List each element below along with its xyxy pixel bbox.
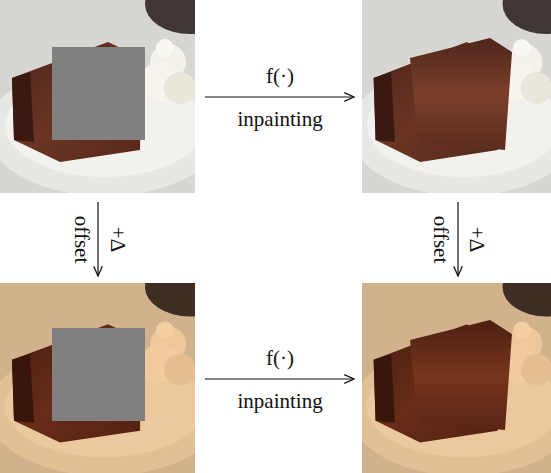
offset-inpainted-photo [349, 257, 551, 473]
function-label: f(·) [266, 64, 294, 88]
label-box: inpainting [238, 390, 323, 413]
label-box: offset [429, 215, 452, 262]
offset-masked-photo [0, 257, 235, 473]
arrow [205, 96, 354, 97]
function-label: f(·) [266, 346, 294, 370]
delta-label: +Δ [106, 226, 130, 251]
transform-label: offset [70, 215, 94, 262]
arrow [457, 202, 458, 276]
label-box: +Δ [106, 226, 129, 251]
label-box: inpainting [238, 108, 323, 131]
transform-label: offset [429, 215, 453, 262]
delta-label: +Δ [465, 226, 489, 251]
label-box: f(·) [266, 65, 294, 88]
inpainted-photo [349, 0, 551, 196]
arrow [205, 378, 354, 379]
masked-photo [0, 0, 235, 196]
operation-label: inpainting [238, 107, 323, 131]
arrow [97, 202, 98, 276]
label-box: offset [70, 215, 93, 262]
label-box: +Δ [465, 226, 488, 251]
label-box: f(·) [266, 347, 294, 370]
operation-label: inpainting [238, 389, 323, 413]
